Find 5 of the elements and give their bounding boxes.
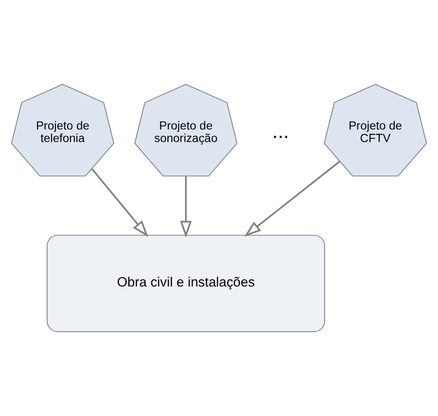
arrow	[91, 168, 148, 238]
label: ...	[272, 120, 289, 143]
node-box: Obra civil e instalações	[46, 234, 326, 332]
arrow	[180, 176, 192, 238]
arrow	[244, 160, 340, 237]
